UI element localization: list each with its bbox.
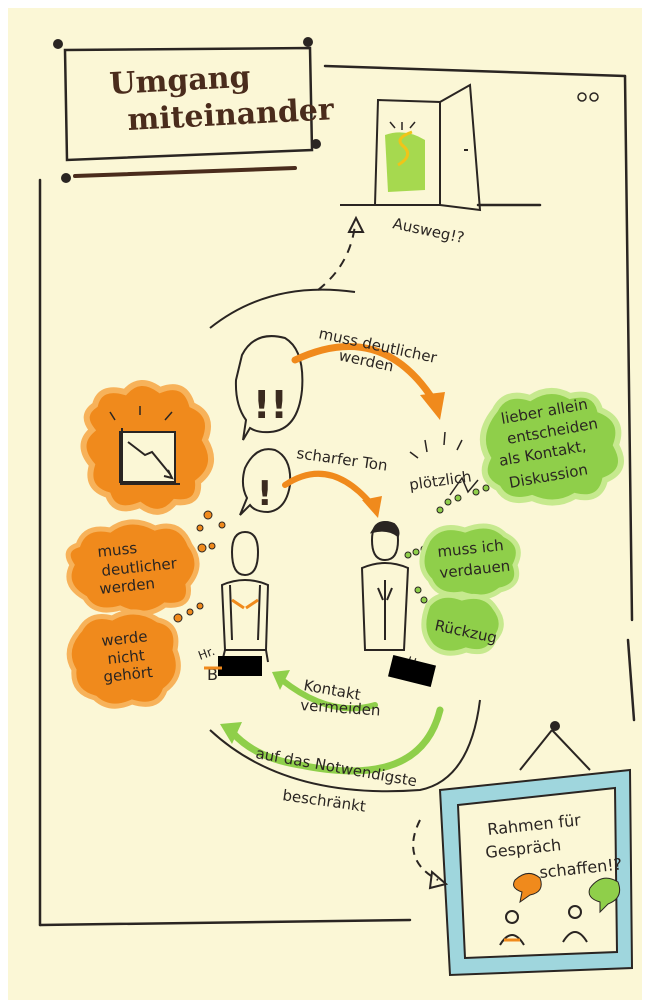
scharfer-ton-arrow-head-icon — [362, 496, 382, 518]
ausweg-arrow-head-icon — [347, 215, 365, 233]
declining-chart-cloud — [80, 380, 215, 515]
muss-deutlicher-cloud: muss deutlicher werden — [65, 519, 200, 616]
ausweg-label: Ausweg!? — [391, 214, 466, 247]
decor-circles-icon — [577, 92, 599, 102]
scharfer-ton-label: scharfer Ton — [295, 444, 388, 475]
ploetzlich-label: plötzlich — [408, 467, 473, 494]
rueckzug-cloud: Rückzug — [421, 592, 504, 656]
cycle-top-arc — [209, 288, 356, 329]
nicht-gehoert-line-1: werde — [101, 627, 149, 650]
exclamation-small-text: ! — [257, 474, 273, 514]
muss-deutlicher-arrow-head-icon — [420, 392, 445, 420]
kontakt-vermeiden-arrow-head-icon — [272, 670, 290, 690]
exclamation-bubble-big: !! — [234, 335, 304, 441]
frame-arrow-head-icon — [428, 870, 449, 890]
orange-speech-icon — [513, 873, 542, 904]
muss-deutlicher-cloud-line-3: werden — [99, 574, 156, 598]
kontakt-vermeiden-arrow — [279, 677, 378, 712]
allein-entscheiden-cloud: lieber allein entscheiden als Kontakt, D… — [479, 388, 625, 506]
page-border-lines — [38, 64, 636, 927]
person-right-icon — [360, 520, 410, 651]
declining-chart-icon — [120, 428, 180, 485]
ploetzlich-burst-icon — [409, 431, 479, 496]
vermeiden-label: vermeiden — [300, 696, 381, 720]
exclamation-bubble-small: ! — [239, 448, 292, 516]
exclamation-big-text: !! — [253, 383, 288, 427]
thought-dots-right-icon — [404, 484, 490, 604]
title-frame — [53, 37, 321, 183]
notwendigste-line-1: auf das Notwendigste — [254, 744, 418, 790]
notwendigste-arrow — [228, 706, 444, 775]
thought-dots-left-icon — [173, 510, 226, 623]
redaction-left — [218, 656, 262, 676]
scharfer-ton-arrow — [282, 470, 375, 508]
cycle-bottom-arc — [209, 699, 481, 793]
person-left-initial: B — [207, 665, 218, 684]
title-line-1: Umgang — [109, 60, 252, 102]
ausweg-arrow — [317, 224, 356, 291]
nicht-gehoert-line-3: gehört — [103, 663, 154, 686]
door-icon — [340, 83, 482, 212]
notwendigste-arrow-head-icon — [220, 722, 242, 744]
nicht-gehoert-line-2: nicht — [107, 646, 146, 668]
nicht-gehoert-cloud: werde nicht gehört — [66, 609, 181, 709]
muss-deutlicher-cloud-line-1: muss — [97, 539, 139, 561]
redaction-right — [387, 655, 437, 687]
picture-frame: Rahmen für Gespräch schaffen!? — [438, 721, 634, 977]
two-persons-icon — [499, 905, 588, 946]
frame-dashed-arrow — [412, 819, 439, 881]
verdauen-cloud: muss ich verdauen — [419, 523, 521, 600]
green-speech-icon — [588, 877, 621, 914]
muss-deutlicher-arrow — [291, 342, 436, 402]
person-left-prefix: Hr. — [196, 644, 216, 663]
person-left-icon — [220, 530, 270, 663]
